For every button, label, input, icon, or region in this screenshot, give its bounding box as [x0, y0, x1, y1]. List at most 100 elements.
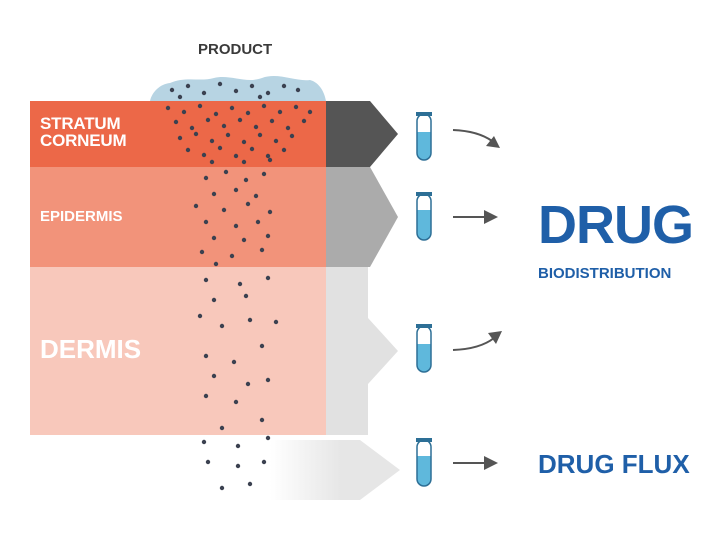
drug-particle — [253, 124, 259, 130]
drug-particle — [223, 169, 229, 175]
drug-particle — [177, 94, 183, 100]
drug-particle — [219, 485, 225, 491]
drug-particle — [217, 81, 223, 87]
drug-particle — [301, 118, 307, 124]
drug-particle — [189, 125, 195, 131]
drug-particle — [277, 109, 283, 115]
drug-particle — [181, 109, 187, 115]
drug-particle — [265, 233, 271, 239]
epidermis-block-arrow — [326, 167, 398, 267]
test-tube-icon — [416, 112, 432, 161]
drug-particle — [211, 235, 217, 241]
arrow-right-icon — [453, 456, 498, 470]
drug-particle — [293, 104, 299, 110]
drug-particle — [265, 377, 271, 383]
drug-particle — [211, 191, 217, 197]
drug-particle — [201, 152, 207, 158]
arrow-right-icon — [453, 210, 498, 224]
drug-particle — [165, 105, 171, 111]
drug-particle — [261, 459, 267, 465]
drug-particle — [269, 118, 275, 124]
drug-flux-label: DRUG FLUX — [538, 449, 690, 479]
product-label: PRODUCT — [198, 41, 273, 58]
drug-particle — [267, 209, 273, 215]
drug-particle — [213, 261, 219, 267]
drug-particle — [197, 313, 203, 319]
drug-particle — [247, 481, 253, 487]
drug-particle — [237, 281, 243, 287]
drug-particle — [209, 138, 215, 144]
drug-particle — [295, 87, 301, 93]
drug-particle — [203, 175, 209, 181]
drug-particle — [261, 171, 267, 177]
drug-particle — [233, 187, 239, 193]
drug-particle — [205, 117, 211, 123]
dermis-block-arrow — [326, 267, 398, 435]
drug-particle — [209, 159, 215, 165]
test-tube-icon — [416, 324, 432, 373]
drug-particle — [265, 90, 271, 96]
drug-particle — [197, 103, 203, 109]
drug-particle — [259, 417, 265, 423]
drug-particle — [211, 297, 217, 303]
drug-title: DRUG — [538, 195, 694, 255]
drug-particle — [217, 145, 223, 151]
drug-particle — [203, 277, 209, 283]
drug-particle — [193, 203, 199, 209]
drug-particle — [241, 139, 247, 145]
drug-particle — [259, 247, 265, 253]
drug-particles — [165, 81, 313, 491]
drug-particle — [245, 381, 251, 387]
epidermis-layer — [30, 167, 326, 267]
drug-particle — [281, 83, 287, 89]
drug-particle — [221, 123, 227, 129]
drug-particle — [243, 177, 249, 183]
receptor-block-arrow — [270, 440, 400, 500]
drug-particle — [219, 425, 225, 431]
drug-particle — [231, 359, 237, 365]
drug-particle — [203, 219, 209, 225]
dermis-label: DERMIS — [40, 334, 142, 364]
drug-particle — [289, 133, 295, 139]
drug-particle — [257, 132, 263, 138]
drug-particle — [249, 83, 255, 89]
product-blob — [150, 76, 326, 101]
drug-particle — [273, 138, 279, 144]
epidermis-label: EPIDERMIS — [40, 208, 123, 225]
drug-particle — [225, 132, 231, 138]
biodistribution-label: BIODISTRIBUTION — [538, 265, 672, 282]
drug-particle — [245, 201, 251, 207]
drug-particle — [307, 109, 313, 115]
drug-particle — [173, 119, 179, 125]
drug-particle — [233, 153, 239, 159]
stratum-corneum-block-arrow — [326, 101, 398, 167]
drug-particle — [203, 393, 209, 399]
drug-particle — [233, 399, 239, 405]
stratum-corneum-label: STRATUM CORNEUM — [40, 114, 127, 150]
drug-particle — [265, 435, 271, 441]
dermis-layer — [30, 267, 326, 435]
drug-particle — [199, 249, 205, 255]
drug-particle — [249, 146, 255, 152]
drug-particle — [221, 207, 227, 213]
drug-particle — [241, 237, 247, 243]
drug-particle — [229, 253, 235, 259]
drug-particle — [281, 147, 287, 153]
drug-particle — [245, 110, 251, 116]
drug-particle — [261, 103, 267, 109]
drug-particle — [185, 83, 191, 89]
drug-particle — [233, 88, 239, 94]
arrow-curved-up-icon — [452, 331, 502, 351]
drug-particle — [233, 223, 239, 229]
test-tube-icon — [416, 192, 432, 241]
drug-particle — [213, 111, 219, 117]
drug-particle — [185, 147, 191, 153]
drug-particle — [267, 157, 273, 163]
drug-particle — [193, 131, 199, 137]
drug-particle — [259, 343, 265, 349]
drug-particle — [257, 94, 263, 100]
drug-particle — [203, 353, 209, 359]
drug-particle — [265, 153, 271, 159]
drug-particle — [169, 87, 175, 93]
